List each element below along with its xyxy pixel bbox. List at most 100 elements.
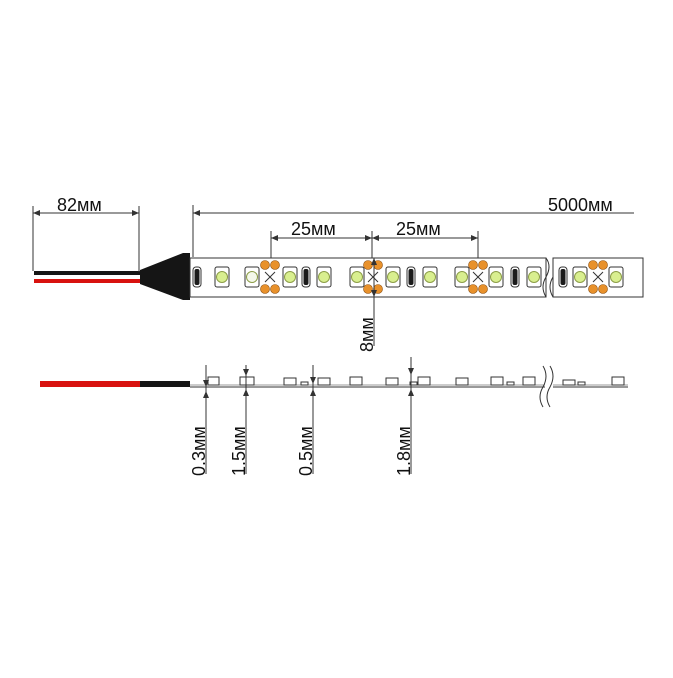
dim-1-5-arrow-top: [243, 369, 249, 376]
side-component-10: [455, 377, 469, 386]
cut-pads-2-pad-3: [363, 284, 373, 294]
cut-pads-4-cut-mark-b: [592, 271, 604, 283]
lead-length-label: 82мм: [57, 195, 102, 215]
cut-pads-3-pad-4: [478, 284, 488, 294]
dimension-lead-length: 82мм: [32, 195, 140, 272]
total-dim-left-arrow: [193, 210, 200, 216]
side-component-15: [577, 381, 586, 386]
led-11-lens: [574, 271, 586, 283]
resistor-2-body: [303, 269, 309, 285]
led-5-lens: [351, 271, 363, 283]
side-component-6: [349, 376, 363, 386]
dim-0-5-arrow-top: [310, 377, 316, 384]
dimension-segment-left: 25мм: [270, 219, 373, 258]
led-4-lens: [318, 271, 330, 283]
resistor-3-body: [408, 269, 414, 285]
cut-pads-3-cut-mark-b: [472, 271, 484, 283]
side-component-8: [409, 381, 418, 386]
led-12-lens: [610, 271, 622, 283]
cut-pads-4-pad-1: [588, 260, 598, 270]
cut-pads-1-pad-2: [270, 260, 280, 270]
cut-pads-1-pad-4: [270, 284, 280, 294]
led-9: [488, 266, 504, 288]
lead-dim-right-arrow: [132, 210, 139, 216]
resistor-1: [192, 266, 202, 288]
dim-1-5-label: 1.5мм: [229, 426, 249, 476]
dimension-1-8mm: 1.8мм: [394, 357, 414, 476]
led-9-lens: [490, 271, 502, 283]
side-view: 0.3мм 1.5мм 0.5мм 1.8мм: [40, 357, 628, 476]
led-1: [214, 266, 230, 288]
led-3: [282, 266, 298, 288]
resistor-1-body: [194, 269, 200, 285]
side-component-7: [385, 377, 399, 386]
side-break-right: [546, 365, 554, 408]
wire-end-cap: [140, 253, 190, 300]
dim-1-5-arrow-bottom: [243, 389, 249, 396]
led-6: [385, 266, 401, 288]
side-component-1: [207, 376, 220, 386]
cut-pads-4: [588, 260, 608, 294]
led-1-lens: [216, 271, 228, 283]
total-length-label: 5000мм: [548, 195, 613, 215]
led-3-lens: [284, 271, 296, 283]
lead-wire-top: [34, 253, 190, 300]
cut-pads-4-pad-4: [598, 284, 608, 294]
dim-0-3-label: 0.3мм: [189, 426, 209, 476]
width-label: 8мм: [357, 317, 377, 352]
resistor-2: [301, 266, 311, 288]
segment-left-start-arrow: [271, 235, 278, 241]
side-component-3: [283, 377, 297, 386]
cut-pads-1-pad-3: [260, 284, 270, 294]
width-top-arrow: [371, 258, 377, 265]
cut-pads-1-cut-mark-b: [264, 271, 276, 283]
dimension-0-5mm: 0.5мм: [296, 365, 316, 476]
dimension-width: 8мм: [357, 258, 377, 352]
led-6-lens: [387, 271, 399, 283]
side-component-13: [522, 376, 536, 386]
led-7-lens: [424, 271, 436, 283]
side-break-left: [539, 365, 547, 408]
side-component-9: [417, 376, 431, 386]
led-components: [192, 260, 624, 294]
led-4: [316, 266, 332, 288]
side-components: [207, 376, 625, 386]
cut-pads-3-pad-2: [478, 260, 488, 270]
dim-0-3-arrow-top: [203, 380, 209, 387]
resistor-4: [510, 266, 520, 288]
cut-pads-4-pad-2: [598, 260, 608, 270]
lead-dim-left-arrow: [33, 210, 40, 216]
segment-left-label: 25мм: [291, 219, 336, 239]
led-8: [454, 266, 470, 288]
led-10: [526, 266, 542, 288]
segment-left-end-arrow: [365, 235, 372, 241]
side-component-4: [300, 381, 309, 386]
resistor-5-body: [560, 269, 566, 285]
led-11: [572, 266, 588, 288]
led-8-lens: [456, 271, 468, 283]
side-component-14: [562, 379, 576, 386]
resistor-5: [558, 266, 568, 288]
dim-1-8-arrow-bottom: [408, 389, 414, 396]
led-10-lens: [528, 271, 540, 283]
cut-pads-1-pad-1: [260, 260, 270, 270]
strip-break-left: [542, 257, 550, 298]
dim-0-3-arrow-bottom: [203, 391, 209, 398]
dimension-total-length: 5000мм: [192, 195, 634, 257]
led-7: [422, 266, 438, 288]
dimension-1-5mm: 1.5мм: [229, 365, 249, 476]
led-2: [244, 266, 260, 288]
led-5: [349, 266, 365, 288]
dim-1-8-label: 1.8мм: [394, 426, 414, 476]
led-2-lens: [246, 271, 258, 283]
width-bottom-arrow: [371, 290, 377, 297]
dim-0-5-label: 0.5мм: [296, 426, 316, 476]
cut-pads-2-cut-mark-b: [367, 271, 379, 283]
resistor-3: [406, 266, 416, 288]
dimension-0-3mm: 0.3мм: [189, 365, 209, 476]
side-component-11: [490, 376, 504, 386]
dimension-segment-right: 25мм: [372, 219, 479, 258]
segment-right-label: 25мм: [396, 219, 441, 239]
led-12: [608, 266, 624, 288]
